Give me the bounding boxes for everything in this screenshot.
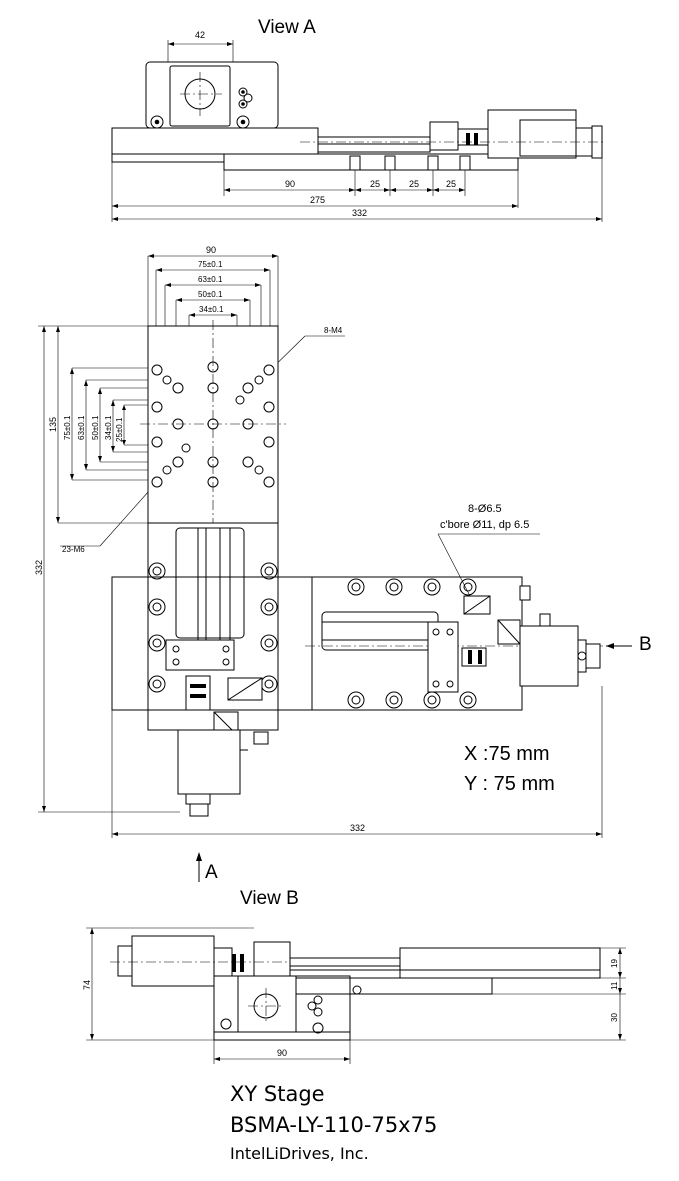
dim-75-top: 75±0.1 <box>198 260 223 269</box>
note-8-holes: 8-Ø6.5 <box>468 503 502 515</box>
dim-90-b: 90 <box>277 1048 287 1058</box>
arrow-a-label: A <box>205 862 218 883</box>
dim-332-v: 332 <box>34 560 44 575</box>
note-cbore: c'bore Ø11, dp 6.5 <box>440 519 529 531</box>
view-a-label: View A <box>258 17 316 38</box>
dim-332-h: 332 <box>350 823 365 833</box>
view-b-label: View B <box>240 888 299 909</box>
travel-y: Y : 75 mm <box>464 773 555 795</box>
dim-50-v: 50±0.1 <box>91 415 100 440</box>
dim-25-a2: 25 <box>409 179 419 189</box>
plan-view: 90 75±0.1 63±0.1 50±0.1 34±0.1 8-M4 332 … <box>34 245 652 883</box>
note-23-m6: 23-M6 <box>62 545 85 554</box>
dim-34-top: 34±0.1 <box>199 305 224 314</box>
travel-x: X :75 mm <box>464 743 550 765</box>
arrow-b-label: B <box>639 634 652 655</box>
title-block: XY Stage BSMA-LY-110-75x75 IntelLiDrives… <box>230 1082 437 1163</box>
dim-332-a: 332 <box>352 208 367 218</box>
dim-50-top: 50±0.1 <box>198 290 223 299</box>
dim-75-v: 75±0.1 <box>63 415 72 440</box>
dim-275: 275 <box>310 195 325 205</box>
title-line-3: IntelLiDrives, Inc. <box>230 1144 369 1163</box>
dim-90-top: 90 <box>206 245 216 255</box>
dim-42: 42 <box>195 30 205 40</box>
dim-25-a1: 25 <box>370 179 380 189</box>
dim-90-a: 90 <box>285 179 295 189</box>
dim-74: 74 <box>82 980 92 990</box>
dim-19: 19 <box>610 959 619 968</box>
carriage-holes <box>151 361 275 488</box>
dim-135-v: 135 <box>48 417 58 432</box>
dim-63-v: 63±0.1 <box>77 415 86 440</box>
dim-34-v: 34±0.1 <box>104 415 113 440</box>
dim-25-a3: 25 <box>446 179 456 189</box>
title-line-2: BSMA-LY-110-75x75 <box>230 1113 437 1137</box>
dim-63-top: 63±0.1 <box>198 275 223 284</box>
dim-30: 30 <box>610 1013 619 1022</box>
dim-11: 11 <box>610 981 619 990</box>
dim-25-v: 25±0.1 <box>115 417 124 442</box>
view-b: View B 74 <box>82 888 626 1064</box>
note-8-m4: 8-M4 <box>324 326 343 335</box>
view-a: View A 42 <box>111 17 606 222</box>
title-line-1: XY Stage <box>230 1082 325 1106</box>
